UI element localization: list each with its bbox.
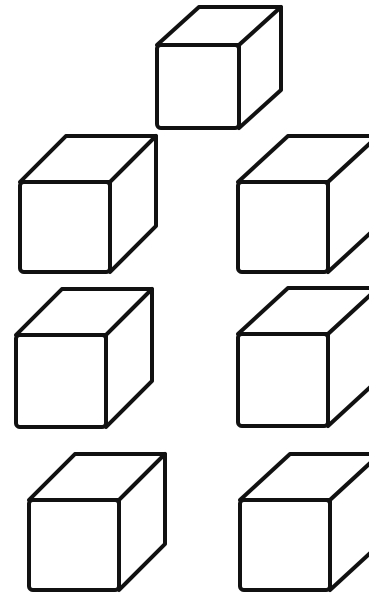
cube-front-face bbox=[16, 335, 106, 427]
cube-front-face bbox=[238, 334, 328, 426]
cube-front-face bbox=[240, 500, 330, 590]
cube-front-face bbox=[20, 182, 110, 272]
cube-front-face bbox=[238, 182, 328, 272]
cube-front-face bbox=[157, 45, 239, 128]
cube-front-face bbox=[29, 500, 119, 590]
